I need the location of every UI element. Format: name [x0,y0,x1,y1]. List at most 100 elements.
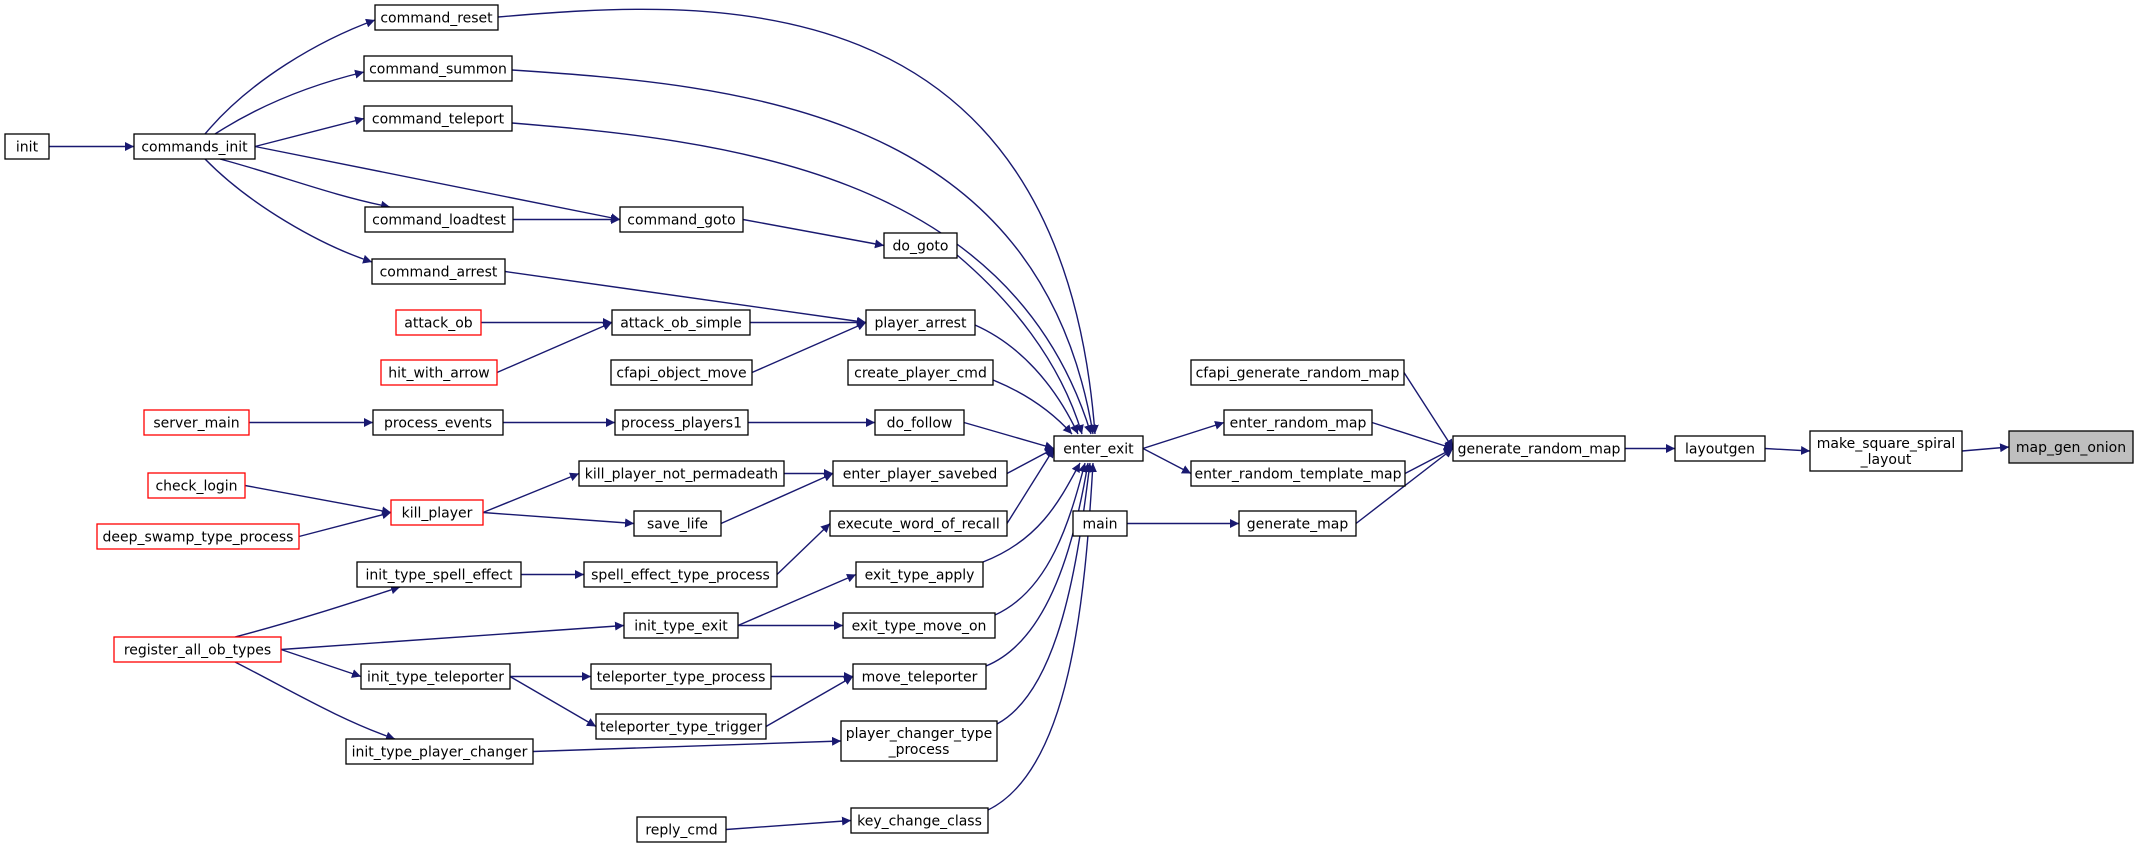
edges-layer [49,8,2010,831]
node-player-arrest[interactable]: player_arrest [865,309,976,336]
node-box [356,561,522,588]
node-exit-type-apply[interactable]: exit_type_apply [855,561,984,588]
node-box [372,409,504,436]
edge-reply_cmd-to-key_change_class [725,816,852,831]
node-do-goto[interactable]: do_goto [883,232,958,259]
node-generate-map[interactable]: generate_map [1238,510,1357,537]
node-label: map_gen_onion [2016,440,2126,456]
node-process-events[interactable]: process_events [372,409,504,436]
node-command-loadtest[interactable]: command_loadtest [364,206,514,233]
node-box [1190,359,1405,386]
node-map-gen-onion[interactable]: map_gen_onion [2008,430,2134,464]
node-server-main[interactable]: server_main [143,409,250,436]
node-label: hit_with_arrow [388,366,490,382]
node-cfapi-object-move[interactable]: cfapi_object_move [610,359,753,386]
edge-cfapi_generate_random_map-to-generate_random_map [1403,372,1454,449]
node-label: exit_type_move_on [852,619,987,635]
node-process-players1[interactable]: process_players1 [614,409,749,436]
node-spell-effect-type-process[interactable]: spell_effect_type_process [583,561,778,588]
node-init[interactable]: init [4,133,50,160]
node-cfapi-generate-random-map[interactable]: cfapi_generate_random_map [1190,359,1405,386]
node-do-follow[interactable]: do_follow [874,409,965,436]
node-teleporter-type-trigger[interactable]: teleporter_type_trigger [595,713,767,740]
node-player-changer-type-process[interactable]: player_changer_type_process [840,720,998,762]
node-label: enter_random_map [1230,416,1367,432]
node-box [633,510,722,537]
edge-commands_init-to-command_loadtest [219,158,391,210]
node-main[interactable]: main [1072,510,1128,537]
node-box [595,713,767,740]
edge-enter_random_map-to-generate_random_map [1371,421,1454,451]
node-label: command_reset [380,11,493,27]
node-box [345,738,534,765]
node-command-arrest[interactable]: command_arrest [371,258,506,285]
node-label: move_teleporter [862,670,978,686]
node-init-type-exit[interactable]: init_type_exit [623,612,739,639]
node-attack-ob[interactable]: attack_ob [395,309,482,336]
node-command-teleport[interactable]: command_teleport [363,105,513,132]
edge-register_all_ob_types-to-init_type_player_changer [234,661,396,741]
node-box [1190,460,1406,487]
edge-deep_swamp_type_process-to-kill_player [298,510,392,538]
node-layoutgen[interactable]: layoutgen [1674,435,1766,462]
node-attack-ob-simple[interactable]: attack_ob_simple [611,309,751,336]
node-label: cfapi_generate_random_map [1196,366,1400,382]
edge-commands_init-to-command_goto [254,145,621,223]
nodes-layer: map_gen_onion make_square_spiral_layout la… [4,4,2134,843]
node-enter-exit[interactable]: enter_exit [1053,435,1144,462]
node-box [374,4,499,31]
node-label: check_login [155,479,237,495]
node-hit-with-arrow[interactable]: hit_with_arrow [380,359,498,386]
edge-commands_init-to-command_summon [214,69,365,135]
node-make-square-spiral-layout[interactable]: make_square_spiral_layout [1809,430,1963,472]
node-key-change-class[interactable]: key_change_class [850,807,989,834]
node-label: attack_ob_simple [620,316,742,332]
edge-create_player_cmd-to-enter_exit [992,379,1073,435]
node-deep-swamp-type-process[interactable]: deep_swamp_type_process [96,523,300,550]
node-init-type-spell-effect[interactable]: init_type_spell_effect [356,561,522,588]
node-box [147,472,246,499]
node-label: player_changer_type [846,726,993,742]
node-save-life[interactable]: save_life [633,510,722,537]
node-init-type-teleporter[interactable]: init_type_teleporter [360,663,511,690]
node-kill-player[interactable]: kill_player [390,499,484,526]
edge-save_life-to-enter_player_savebed [720,472,834,525]
node-box [623,612,739,639]
node-commands-init[interactable]: commands_init [133,133,256,160]
node-box [842,612,996,639]
node-label: command_goto [627,213,735,229]
node-kill-player-not-permadeath[interactable]: kill_player_not_permadeath [578,460,785,487]
node-command-goto[interactable]: command_goto [619,206,744,233]
edge-commands_init-to-command_teleport [254,116,365,148]
node-command-summon[interactable]: command_summon [363,55,513,82]
node-enter-player-savebed[interactable]: enter_player_savebed [832,460,1008,487]
node-box [1238,510,1357,537]
node-init-type-player-changer[interactable]: init_type_player_changer [345,738,534,765]
node-box [874,409,965,436]
edge-command_arrest-to-player_arrest [504,270,867,326]
node-check-login[interactable]: check_login [147,472,246,499]
node-create-player-cmd[interactable]: create_player_cmd [847,359,994,386]
node-box [1053,435,1144,462]
edge-register_all_ob_types-to-init_type_exit [280,621,625,651]
node-execute-word-of-recall[interactable]: execute_word_of_recall [829,510,1008,537]
node-reply-cmd[interactable]: reply_cmd [636,816,727,843]
node-exit-type-move-on[interactable]: exit_type_move_on [842,612,996,639]
node-label: layoutgen [1685,442,1755,458]
node-generate-random-map[interactable]: generate_random_map [1452,435,1626,462]
node-box [852,663,987,690]
node-label: main [1083,517,1118,533]
edge-teleporter_type_trigger-to-move_teleporter [765,675,854,728]
node-register-all-ob-types[interactable]: register_all_ob_types [113,636,282,663]
node-teleporter-type-process[interactable]: teleporter_type_process [590,663,772,690]
node-box [855,561,984,588]
node-box [1809,430,1963,472]
node-command-reset[interactable]: command_reset [374,4,499,31]
node-move-teleporter[interactable]: move_teleporter [852,663,987,690]
node-label: spell_effect_type_process [591,568,770,584]
edge-do_follow-to-enter_exit [963,421,1055,451]
node-enter-random-map[interactable]: enter_random_map [1223,409,1373,436]
node-enter-random-template-map[interactable]: enter_random_template_map [1190,460,1406,487]
edge-init_type_exit-to-exit_type_apply [737,573,857,627]
